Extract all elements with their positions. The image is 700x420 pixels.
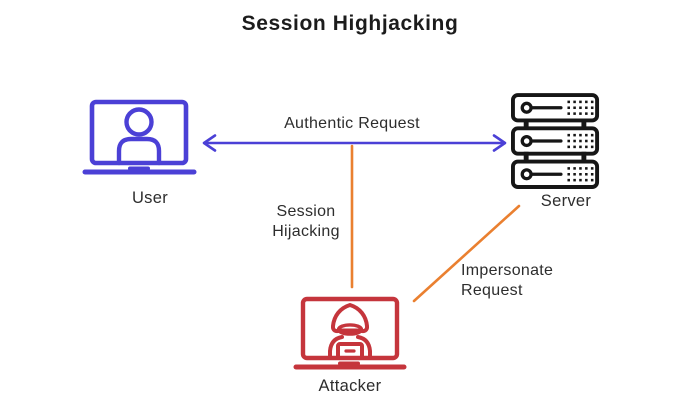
authentic-request-label: Authentic Request bbox=[284, 115, 420, 132]
server-label: Server bbox=[540, 192, 592, 210]
user-label: User bbox=[131, 189, 169, 207]
diagram-title: Session Highjacking bbox=[241, 12, 459, 35]
user-laptop-icon bbox=[82, 99, 197, 175]
attacker-laptop-icon bbox=[293, 296, 407, 370]
server-icon bbox=[511, 93, 600, 189]
impersonate-request-label: Impersonate Request bbox=[461, 262, 554, 299]
authentic-request-arrow bbox=[202, 134, 507, 152]
impersonate-request-line bbox=[412, 204, 521, 303]
server-dot-grid bbox=[567, 100, 594, 182]
attacker-label: Attacker bbox=[318, 377, 382, 395]
session-hijacking-label: Session Hijacking bbox=[272, 203, 340, 240]
